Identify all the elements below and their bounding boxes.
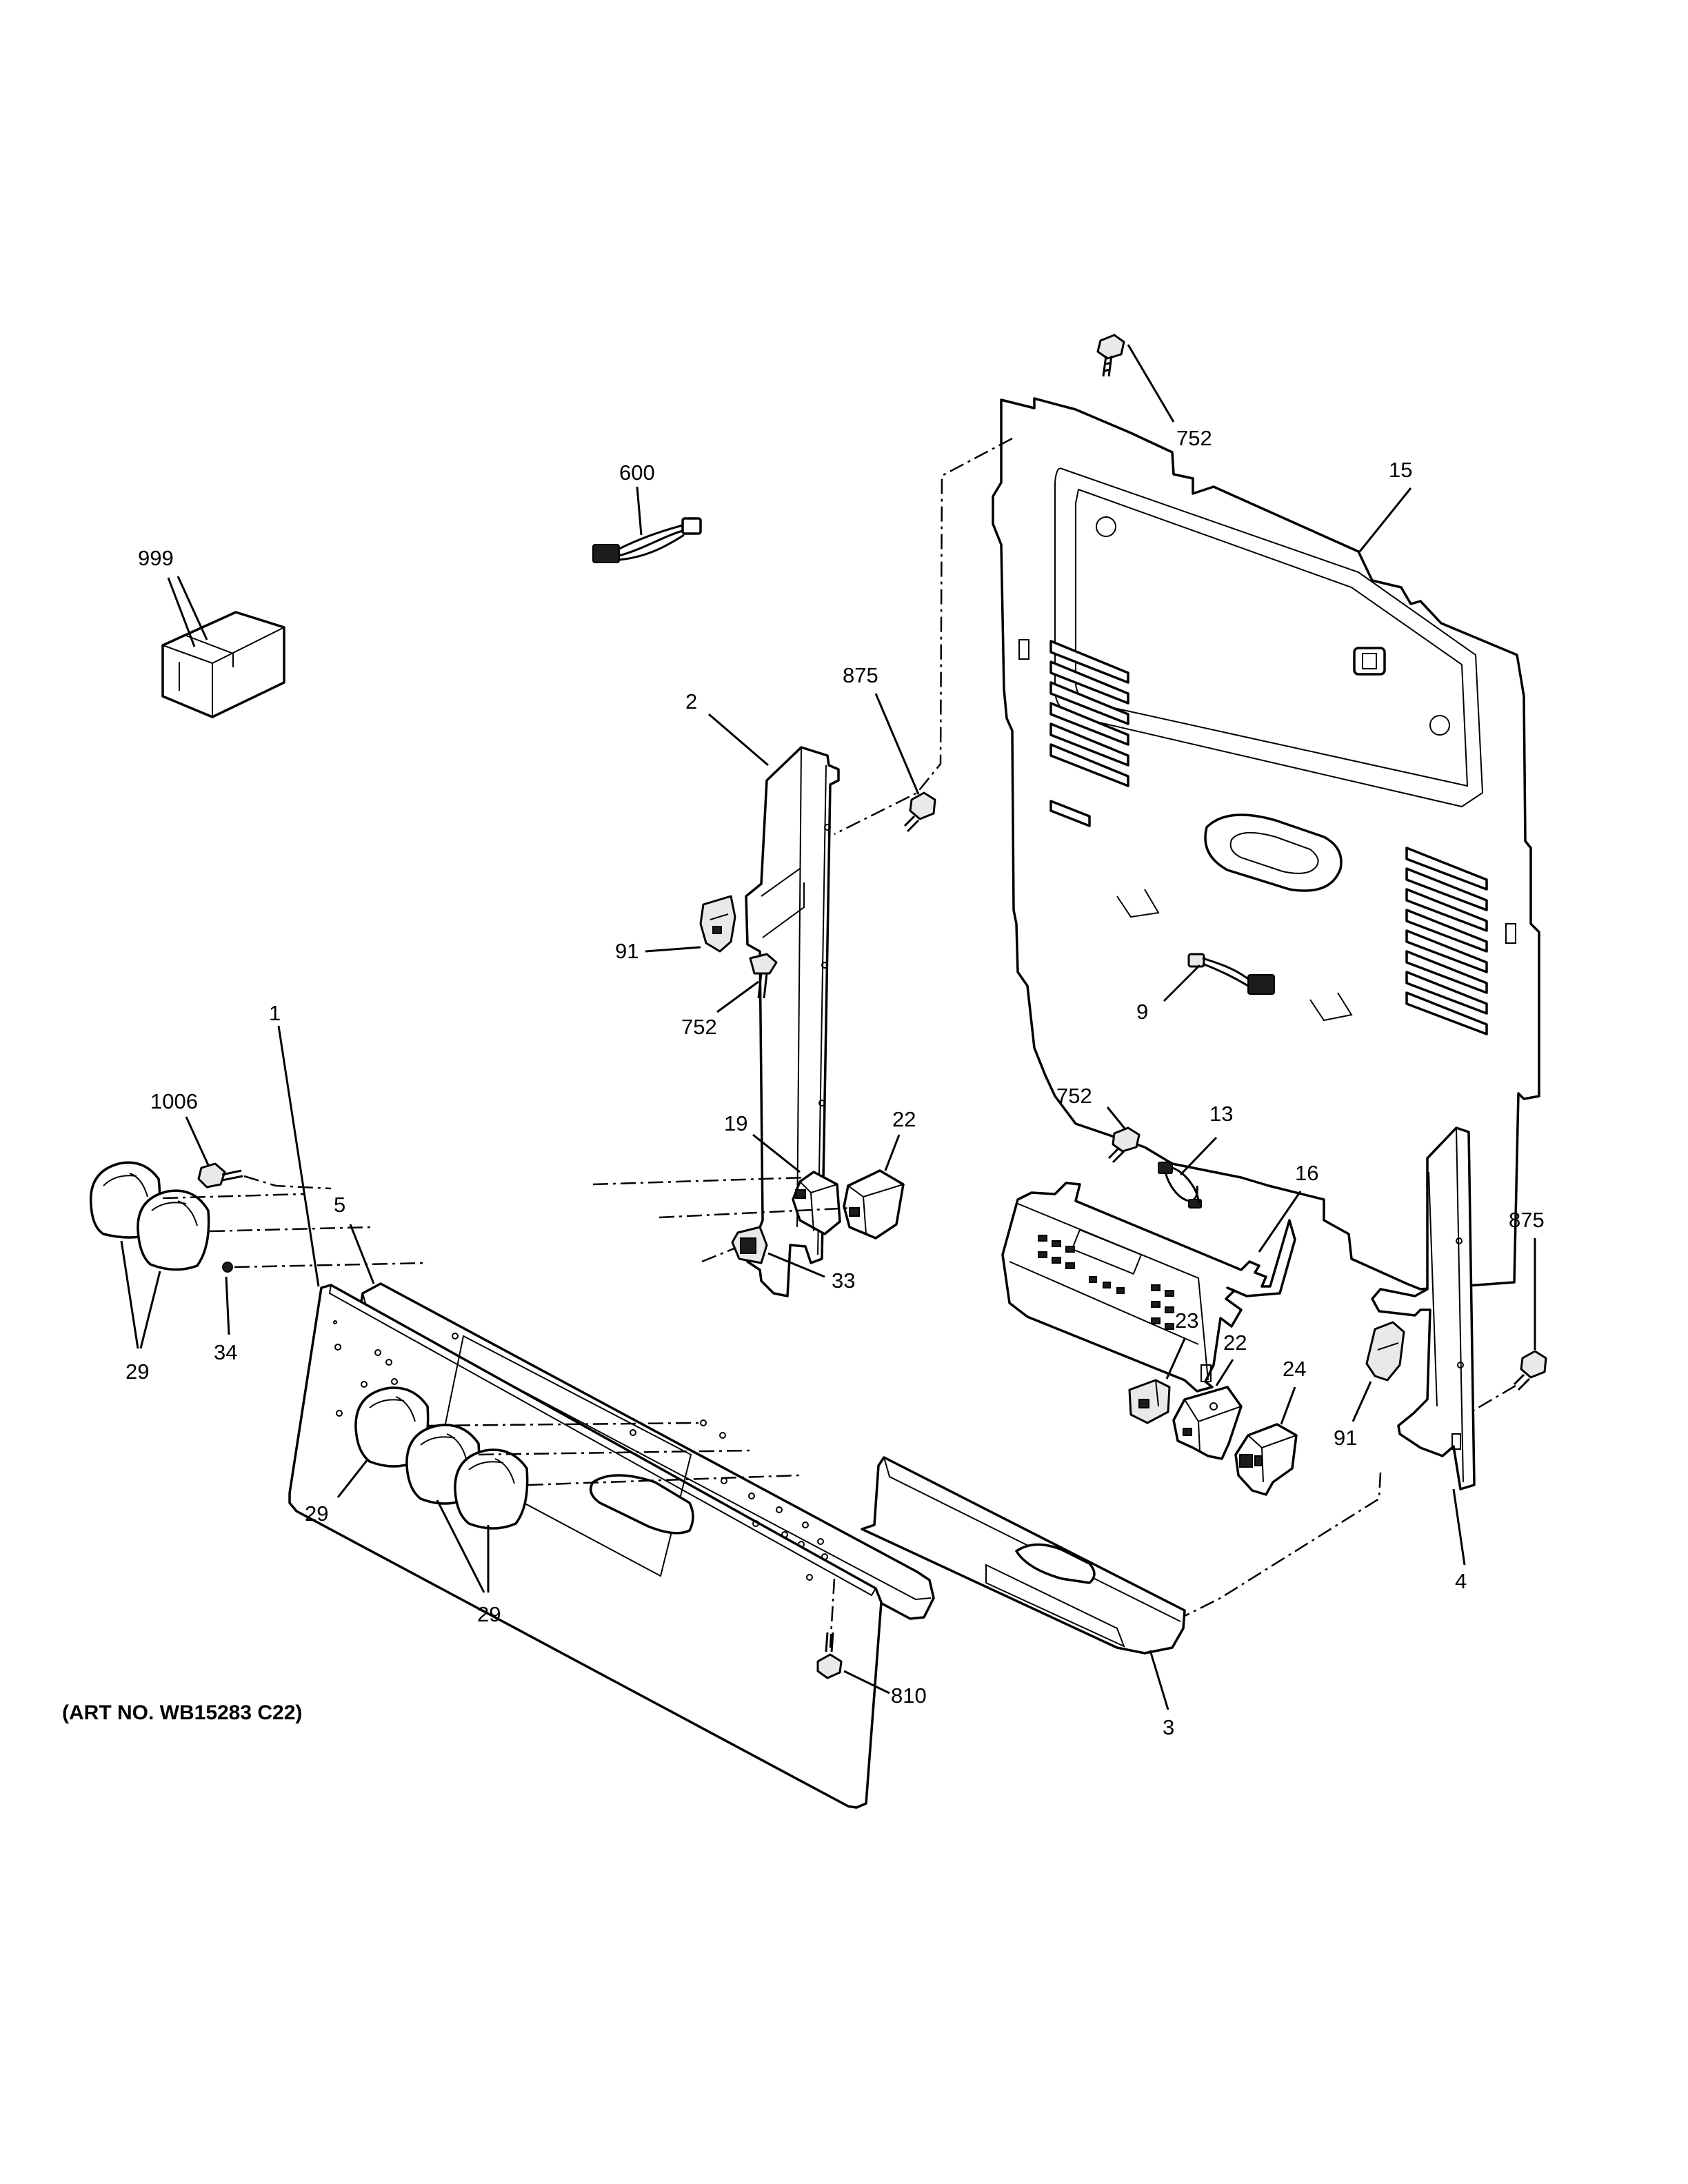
part-24-switch [1234, 1423, 1298, 1496]
callout-4: 4 [1455, 1569, 1467, 1593]
art-number: (ART NO. WB15283 C22) [62, 1701, 302, 1724]
callout-91-left: 91 [615, 939, 639, 963]
vent-slots-right [1405, 847, 1488, 1035]
callout-1006: 1006 [150, 1089, 198, 1113]
part-91-switch-right [1365, 1321, 1405, 1382]
part-33-switch [731, 1226, 768, 1264]
callout-13: 13 [1209, 1102, 1233, 1126]
part-999-box [161, 611, 285, 718]
callout-29-left: 29 [125, 1359, 149, 1384]
callout-23: 23 [1175, 1308, 1198, 1333]
callout-752-top: 752 [1176, 426, 1212, 450]
callout-9: 9 [1136, 1000, 1148, 1024]
callout-600: 600 [619, 461, 655, 485]
callout-33: 33 [832, 1268, 855, 1293]
callout-34: 34 [214, 1340, 237, 1364]
part-3-lower-trim [861, 1456, 1186, 1655]
part-4-right-bracket [1371, 1126, 1476, 1490]
callout-24: 24 [1283, 1357, 1306, 1381]
callout-29-bottom: 29 [477, 1602, 501, 1626]
part-29-knob-right-2 [454, 1448, 529, 1530]
vent-slots-left [1049, 640, 1129, 827]
part-22-switch-bottom [1172, 1386, 1243, 1460]
callout-22-bottom: 22 [1223, 1331, 1247, 1355]
part-600-harness [592, 517, 702, 563]
callout-15: 15 [1389, 458, 1412, 482]
callout-2: 2 [685, 689, 697, 714]
part-1006-screw [197, 1162, 243, 1189]
board-buttons [1038, 1235, 1174, 1330]
callout-875-right: 875 [1509, 1208, 1545, 1232]
part-34-plug [222, 1262, 233, 1273]
part-875-screw-left [903, 791, 936, 833]
callout-3: 3 [1163, 1715, 1174, 1739]
part-91-switch-left [699, 895, 736, 953]
part-22-switch-top [843, 1169, 905, 1240]
callout-810: 810 [891, 1684, 927, 1708]
callout-22-top: 22 [892, 1107, 916, 1131]
part-875-screw-right [1513, 1350, 1547, 1391]
callout-19: 19 [724, 1111, 747, 1135]
part-752-screw-mid [1107, 1126, 1141, 1164]
callout-999: 999 [138, 546, 174, 570]
part-752-screw-left [749, 953, 778, 999]
part-23-switch [1128, 1379, 1171, 1424]
part-13-cable [1158, 1162, 1202, 1209]
callout-752-left: 752 [681, 1015, 717, 1039]
part-810-screw [816, 1632, 843, 1679]
part-752-screw-top [1096, 334, 1125, 377]
callout-1: 1 [269, 1001, 281, 1025]
callout-91-right: 91 [1334, 1426, 1357, 1450]
callout-875-left: 875 [843, 663, 878, 687]
callout-5: 5 [334, 1193, 345, 1217]
callout-29-middle: 29 [305, 1502, 328, 1526]
part-9-harness [1187, 953, 1275, 995]
part-1-control-panel [288, 1284, 883, 1809]
part-16-control-board [1001, 1182, 1296, 1393]
part-29-knob-left-2 [137, 1189, 210, 1271]
callout-752-mid: 752 [1056, 1084, 1092, 1108]
callout-16: 16 [1295, 1161, 1318, 1185]
part-2-left-bracket [742, 746, 840, 1297]
part-19-switch [792, 1171, 841, 1235]
